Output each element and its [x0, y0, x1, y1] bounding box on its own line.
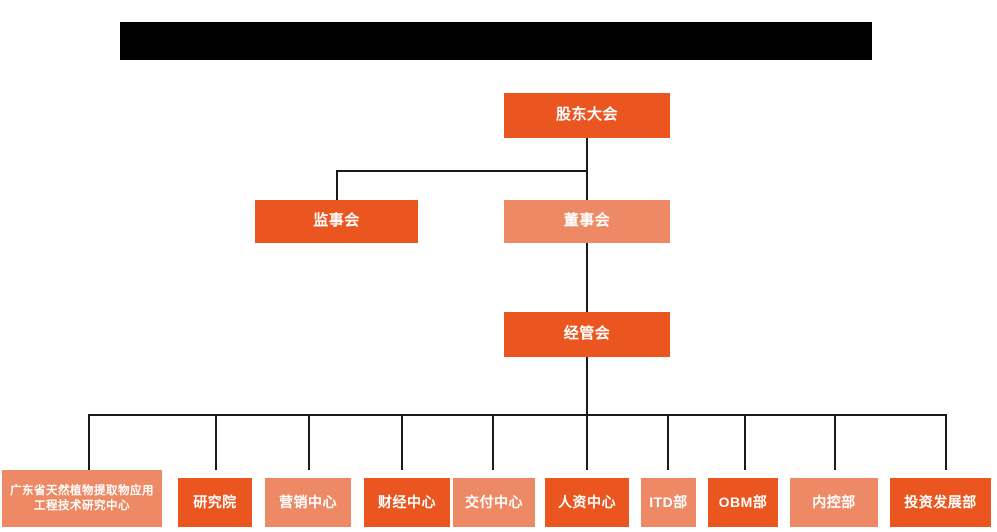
- node-label: ITD部: [649, 493, 688, 510]
- node-label: 交付中心: [465, 493, 523, 510]
- node-department-investment-development[interactable]: 投资发展部: [890, 478, 991, 527]
- node-label: 股东大会: [555, 106, 618, 124]
- connector-directors-drop: [586, 170, 588, 201]
- node-label: 监事会: [313, 212, 360, 230]
- node-shareholders-meeting[interactable]: 股东大会: [504, 93, 670, 138]
- connector-management-down: [586, 357, 588, 415]
- node-label: 广东省天然植物提取物应用工程技术研究中心: [10, 485, 154, 512]
- connector-department-bus: [88, 414, 946, 416]
- node-department-obm[interactable]: OBM部: [708, 478, 778, 527]
- node-department-itd[interactable]: ITD部: [641, 478, 696, 527]
- node-board-of-directors[interactable]: 董事会: [504, 200, 670, 243]
- node-label: OBM部: [718, 493, 768, 510]
- connector-stub-dept-2: [308, 414, 310, 470]
- connector-shareholders-down: [586, 138, 588, 171]
- node-department-marketing-center[interactable]: 营销中心: [265, 478, 351, 527]
- node-department-research-institute[interactable]: 研究院: [178, 478, 252, 527]
- connector-stub-dept-5: [586, 414, 588, 470]
- node-label: 财经中心: [378, 493, 436, 510]
- node-department-engineering-research-center[interactable]: 广东省天然植物提取物应用工程技术研究中心: [2, 470, 162, 527]
- connector-stub-dept-1: [215, 414, 217, 470]
- connector-directors-to-management: [586, 243, 588, 312]
- node-label: 经管会: [563, 325, 611, 343]
- node-management-committee[interactable]: 经管会: [504, 312, 670, 357]
- node-label: 内控部: [812, 493, 856, 510]
- connector-stub-dept-7: [744, 414, 746, 470]
- node-department-delivery-center[interactable]: 交付中心: [453, 478, 535, 527]
- connector-stub-dept-8: [834, 414, 836, 470]
- connector-supervisors-drop: [336, 170, 338, 201]
- node-label: 研究院: [193, 493, 237, 510]
- connector-stub-dept-3: [401, 414, 403, 470]
- connector-stub-dept-4: [492, 414, 494, 470]
- connector-level2-bus: [336, 170, 588, 172]
- node-label: 营销中心: [279, 493, 337, 510]
- node-label: 董事会: [563, 212, 611, 230]
- node-department-human-resources-center[interactable]: 人资中心: [545, 478, 629, 527]
- node-department-internal-control[interactable]: 内控部: [790, 478, 878, 527]
- connector-stub-dept-0: [88, 414, 90, 470]
- node-label: 人资中心: [558, 493, 616, 510]
- connector-stub-dept-6: [667, 414, 669, 470]
- connector-stub-dept-9: [945, 414, 947, 470]
- node-department-finance-center[interactable]: 财经中心: [364, 478, 450, 527]
- redacted-title-bar: [120, 22, 872, 60]
- node-label: 投资发展部: [904, 493, 977, 510]
- node-board-of-supervisors[interactable]: 监事会: [255, 200, 418, 243]
